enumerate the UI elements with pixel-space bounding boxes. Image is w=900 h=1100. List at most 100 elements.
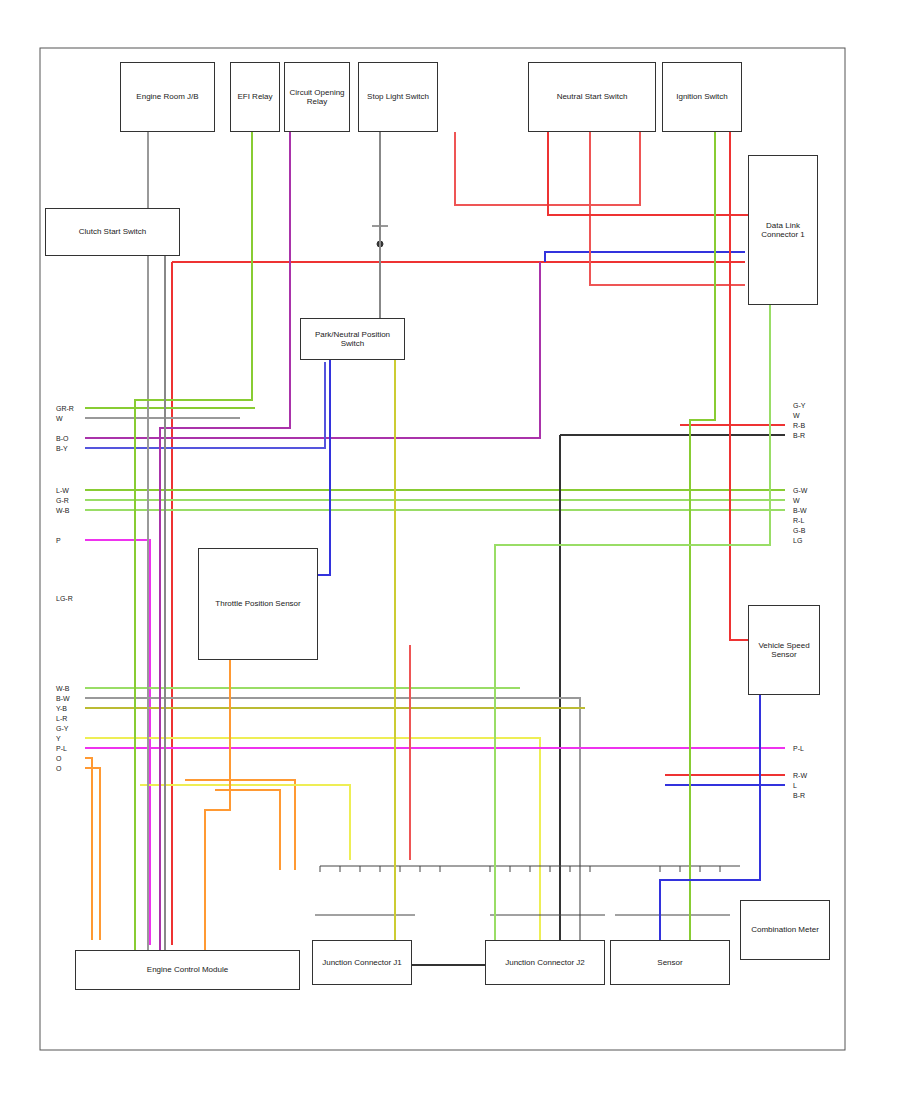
wire [172, 261, 745, 263]
wire-color-code: R-B [792, 422, 806, 429]
wire-color-code: W [792, 412, 801, 419]
component-name: Park/Neutral Position Switch [304, 330, 401, 348]
wire-color-code: G-Y [792, 402, 806, 409]
pin-row [320, 866, 740, 872]
wires [85, 132, 785, 945]
wire [560, 434, 785, 436]
component-name: Sensor [657, 958, 682, 967]
wire-color-code: LG-R [55, 595, 74, 602]
wire [559, 435, 561, 940]
component-box: Vehicle Speed Sensor [748, 605, 820, 695]
wire [730, 132, 748, 640]
wire-color-code: L-R [55, 715, 68, 722]
component-box: EFI Relay [230, 62, 280, 132]
pin-row [315, 915, 730, 916]
wire-color-code: W [792, 497, 801, 504]
connector-pins [315, 866, 740, 915]
wire [215, 790, 280, 870]
wire-color-code: G-R [55, 497, 70, 504]
wire [412, 964, 485, 966]
wire-color-code: B-Y [55, 445, 69, 452]
wire [85, 509, 785, 511]
component-box: Data Link Connector 1 [748, 155, 818, 305]
wire-color-code: W-B [55, 685, 70, 692]
wire [164, 256, 166, 950]
wire-color-code: G-B [792, 527, 806, 534]
wire [205, 660, 230, 950]
wire-color-code: G-Y [55, 725, 69, 732]
wire [590, 132, 745, 285]
wire [495, 305, 770, 940]
wire [85, 768, 100, 940]
wire-color-code: O [55, 765, 62, 772]
wire [85, 747, 785, 749]
wire [140, 785, 350, 860]
wire [665, 784, 785, 786]
component-box: Sensor [610, 940, 730, 985]
wire [690, 132, 715, 940]
component-name: Neutral Start Switch [557, 92, 628, 101]
wire-color-code: L [792, 782, 798, 789]
wire-color-code: P [55, 537, 62, 544]
wire-color-code: W [55, 415, 64, 422]
wire-color-code: B-R [792, 432, 806, 439]
component-name: Engine Control Module [147, 965, 228, 974]
component-box: Engine Control Module [75, 950, 300, 990]
component-box: Park/Neutral Position Switch [300, 318, 405, 360]
wire [85, 738, 540, 940]
wire [85, 262, 540, 438]
wire-color-code: O [55, 755, 62, 762]
wire [394, 360, 396, 940]
component-name: Stop Light Switch [367, 92, 429, 101]
component-box: Engine Room J/B [120, 62, 215, 132]
component-name: Ignition Switch [676, 92, 728, 101]
component-box: Neutral Start Switch [528, 62, 656, 132]
wire [85, 489, 785, 491]
wire-color-code: L-W [55, 487, 70, 494]
component-name: Data Link Connector 1 [752, 221, 814, 239]
wire-color-code: W-B [55, 507, 70, 514]
component-box: Circuit Opening Relay [284, 62, 350, 132]
wire-color-code: P-L [792, 745, 805, 752]
wire [185, 780, 295, 870]
wire-color-code: Y [55, 735, 62, 742]
component-name: Combination Meter [751, 925, 819, 934]
wire-color-code: B-O [55, 435, 69, 442]
wire [548, 132, 748, 215]
component-box: Stop Light Switch [358, 62, 438, 132]
wire [409, 645, 411, 860]
wire-color-code: G-W [792, 487, 808, 494]
component-name: EFI Relay [237, 92, 272, 101]
component-name: Clutch Start Switch [79, 227, 147, 236]
wire-color-code: LG [792, 537, 803, 544]
wire-color-code: B-W [55, 695, 71, 702]
wire [85, 687, 520, 689]
wire-color-code: R-W [792, 772, 808, 779]
wire [85, 758, 92, 940]
component-box: Combination Meter [740, 900, 830, 960]
wire [318, 360, 330, 575]
component-box: Clutch Start Switch [45, 208, 180, 256]
component-box: Ignition Switch [662, 62, 742, 132]
wire-color-code: R-L [792, 517, 805, 524]
wire [171, 262, 173, 945]
component-box: Throttle Position Sensor [198, 548, 318, 660]
component-name: Junction Connector J1 [322, 958, 402, 967]
component-name: Junction Connector J2 [505, 958, 585, 967]
component-name: Circuit Opening Relay [288, 88, 346, 106]
wire [85, 540, 150, 945]
wire-color-code: P-L [55, 745, 68, 752]
wire-color-code: B-W [792, 507, 808, 514]
component-box: Junction Connector J1 [312, 940, 412, 985]
page-frame [40, 48, 845, 1050]
component-box: Junction Connector J2 [485, 940, 605, 985]
wire [85, 417, 240, 419]
wire [665, 774, 785, 776]
wire-color-code: B-R [792, 792, 806, 799]
wire [85, 407, 255, 409]
wire-color-code: Y-B [55, 705, 68, 712]
wire [85, 499, 785, 501]
component-name: Throttle Position Sensor [215, 599, 300, 608]
component-name: Engine Room J/B [136, 92, 198, 101]
wire [379, 132, 381, 318]
